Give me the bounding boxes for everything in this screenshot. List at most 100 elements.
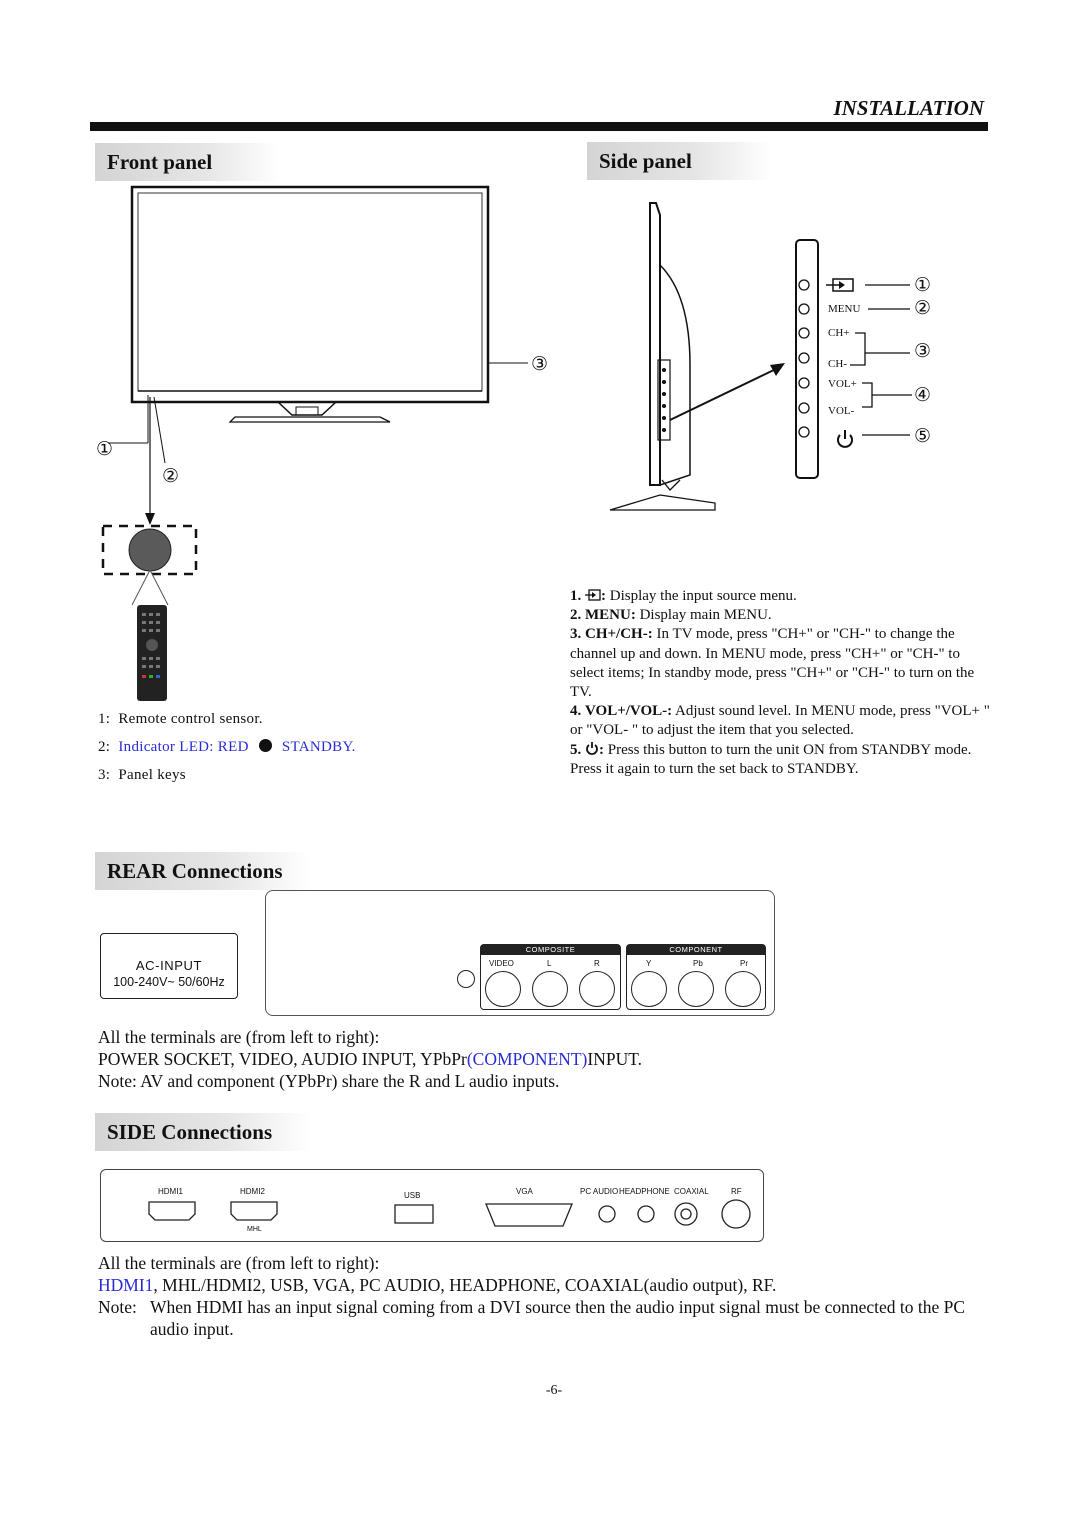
- vga-label: VGA: [516, 1187, 533, 1196]
- usb-label: USB: [404, 1191, 421, 1200]
- side-desc-1: 1. : Display the input source menu.: [570, 587, 990, 606]
- desc-label: :: [599, 741, 604, 758]
- mhl-label: MHL: [247, 1226, 262, 1233]
- audio-l-port[interactable]: [532, 971, 568, 1007]
- rear-text-line2: POWER SOCKET, VIDEO, AUDIO INPUT, YPbPr(…: [98, 1048, 642, 1070]
- side-note-label: Note:: [98, 1297, 137, 1317]
- composite-label: COMPOSITE: [481, 945, 620, 955]
- y-port[interactable]: [631, 971, 667, 1007]
- desc-text: Press this button to turn the unit ON fr…: [570, 741, 972, 777]
- side-text-note: Note: When HDMI has an input signal comi…: [98, 1296, 968, 1340]
- legend-text: Panel keys: [118, 767, 186, 783]
- desc-text: Display the input source menu.: [606, 588, 797, 604]
- video-port[interactable]: [485, 971, 521, 1007]
- side-line2-hdmi1: HDMI1: [98, 1275, 154, 1295]
- input-source-icon: [585, 589, 601, 601]
- desc-text: In TV mode, press "CH+" or "CH-" to chan…: [570, 626, 975, 701]
- side-text-line2: HDMI1, MHL/HDMI2, USB, VGA, PC AUDIO, HE…: [98, 1274, 776, 1296]
- front-panel-heading: Front panel: [95, 143, 280, 181]
- rear-line2-a: POWER SOCKET, VIDEO, AUDIO INPUT, YPbPr: [98, 1049, 467, 1069]
- side-panel-descriptions: 1. : Display the input source menu. 2. M…: [570, 587, 990, 779]
- page-number: -6-: [545, 1383, 563, 1398]
- component-label: COMPONENT: [627, 945, 765, 955]
- side-btn-chminus: CH-: [828, 358, 847, 370]
- desc-label: :: [601, 588, 606, 604]
- composite-port-r-label: R: [594, 959, 600, 968]
- side-callout-5: ⑤: [914, 426, 932, 447]
- rear-text-line1: All the terminals are (from left to righ…: [98, 1027, 380, 1047]
- rf-label: RF: [731, 1187, 742, 1196]
- desc-num: 3.: [570, 626, 582, 643]
- led-dot-icon: [258, 739, 272, 752]
- rear-text-note: Note: AV and component (YPbPr) share the…: [98, 1071, 560, 1091]
- front-callout-2: ②: [162, 466, 180, 487]
- rear-connections-heading: REAR Connections: [95, 852, 310, 890]
- desc-label: VOL+/VOL-:: [585, 703, 673, 720]
- pb-port[interactable]: [678, 971, 714, 1007]
- legend-num: 1:: [98, 711, 111, 727]
- component-group: COMPONENT Y Pb Pr: [626, 944, 766, 1010]
- side-desc-2: 2. MENU: Display main MENU.: [570, 606, 990, 625]
- header-rule: [90, 122, 988, 131]
- power-icon: [586, 741, 598, 755]
- front-callout-1: ①: [96, 439, 114, 460]
- ac-input-rating: 100-240V~ 50/60Hz: [113, 975, 225, 989]
- side-text-line1: All the terminals are (from left to righ…: [98, 1253, 380, 1273]
- composite-port-l-label: L: [547, 959, 552, 968]
- desc-num: 5.: [570, 741, 582, 758]
- side-connections-panel: HDMI1 HDMI2 USB VGA PC AUDIO HEADPHONE C…: [100, 1169, 764, 1242]
- side-desc-5: 5. : Press this button to turn the unit …: [570, 741, 990, 779]
- hdmi2-label: HDMI2: [240, 1187, 265, 1196]
- side-connections-heading: SIDE Connections: [95, 1113, 310, 1151]
- side-panel-diagram: [609, 202, 912, 511]
- desc-num: 2.: [570, 607, 582, 624]
- front-callout-3: ③: [531, 354, 549, 375]
- audio-r-port[interactable]: [579, 971, 615, 1007]
- rear-indicator-circle: [457, 970, 475, 988]
- side-btn-chplus: CH+: [828, 327, 850, 339]
- side-callout-4: ④: [914, 385, 932, 406]
- headphone-label: HEADPHONE: [619, 1187, 670, 1196]
- side-line2-rest: , MHL/HDMI2, USB, VGA, PC AUDIO, HEADPHO…: [153, 1275, 777, 1295]
- front-legend-3: 3: Panel keys: [98, 767, 186, 784]
- desc-text: Display main MENU.: [635, 607, 772, 624]
- desc-text: Adjust sound level. In MENU mode, press …: [570, 703, 990, 739]
- front-legend-1: 1: Remote control sensor.: [98, 711, 263, 728]
- pc-audio-label: PC AUDIO: [580, 1187, 619, 1196]
- rear-line2-c: INPUT.: [587, 1049, 642, 1069]
- component-port-pr-label: Pr: [740, 959, 748, 968]
- side-desc-3: 3. CH+/CH-: In TV mode, press "CH+" or "…: [570, 625, 990, 702]
- side-note-text: When HDMI has an input signal coming fro…: [150, 1297, 966, 1339]
- side-callout-3: ③: [914, 341, 932, 362]
- side-ports-drawing: [148, 1199, 751, 1229]
- side-callout-1: ①: [914, 275, 932, 296]
- side-callout-2: ②: [914, 298, 932, 319]
- component-port-pb-label: Pb: [693, 959, 703, 968]
- legend-text: Remote control sensor.: [118, 711, 263, 727]
- pr-port[interactable]: [725, 971, 761, 1007]
- ac-input-label: AC-INPUT: [135, 958, 203, 973]
- page-header-title: INSTALLATION: [833, 96, 984, 120]
- legend-num: 2:: [98, 739, 111, 755]
- ac-input-box: AC-INPUT 100-240V~ 50/60Hz: [100, 933, 238, 999]
- side-desc-4: 4. VOL+/VOL-: Adjust sound level. In MEN…: [570, 702, 990, 740]
- desc-label: CH+/CH-:: [585, 626, 653, 643]
- front-legend-2: 2: Indicator LED: RED STANDBY.: [98, 739, 356, 756]
- side-btn-menu: MENU: [828, 303, 861, 315]
- legend-num: 3:: [98, 767, 111, 783]
- rear-panel: [265, 890, 775, 1016]
- rear-line2-component: (COMPONENT): [466, 1049, 588, 1069]
- hdmi1-label: HDMI1: [158, 1187, 183, 1196]
- desc-label: MENU:: [585, 607, 636, 624]
- front-panel-diagram: [101, 185, 528, 701]
- legend-text: Indicator LED: RED: [118, 739, 249, 755]
- legend-text-standby: STANDBY.: [281, 739, 356, 755]
- composite-port-video-label: VIDEO: [489, 959, 514, 968]
- coaxial-label: COAXIAL: [674, 1187, 709, 1196]
- component-port-y-label: Y: [646, 959, 652, 968]
- composite-group: COMPOSITE VIDEO L R: [480, 944, 621, 1010]
- side-btn-volminus: VOL-: [828, 405, 855, 417]
- desc-num: 4.: [570, 703, 582, 720]
- side-btn-volplus: VOL+: [828, 378, 857, 390]
- desc-num: 1.: [570, 588, 582, 604]
